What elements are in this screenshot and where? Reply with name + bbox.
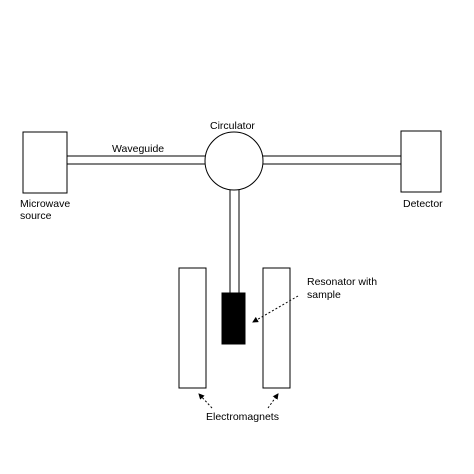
- electromagnet-left-leader-arrow: [198, 393, 213, 409]
- electromagnet-right: [262, 267, 291, 389]
- waveguide-left: [67, 155, 206, 165]
- electromagnet-right-leader-arrow: [267, 393, 279, 409]
- resonator-label-line2: sample: [307, 289, 341, 301]
- detector-box: [400, 130, 442, 193]
- circulator: [204, 131, 264, 191]
- resonator-leader-arrow: [252, 295, 299, 323]
- detector-label: Detector: [403, 198, 443, 210]
- electromagnets-label: Electromagnets: [206, 411, 279, 423]
- waveguide-right: [263, 155, 401, 165]
- electromagnet-left: [178, 267, 207, 389]
- waveguide-vertical: [229, 190, 240, 293]
- circulator-label: Circulator: [210, 120, 255, 132]
- microwave-source-box: [22, 131, 68, 194]
- microwave-source-label-line2: source: [20, 210, 52, 222]
- resonator-with-sample: [221, 292, 246, 345]
- microwave-source-label-line1: Microwave: [20, 198, 70, 210]
- waveguide-label: Waveguide: [112, 143, 164, 155]
- resonator-label-line1: Resonator with: [307, 276, 377, 288]
